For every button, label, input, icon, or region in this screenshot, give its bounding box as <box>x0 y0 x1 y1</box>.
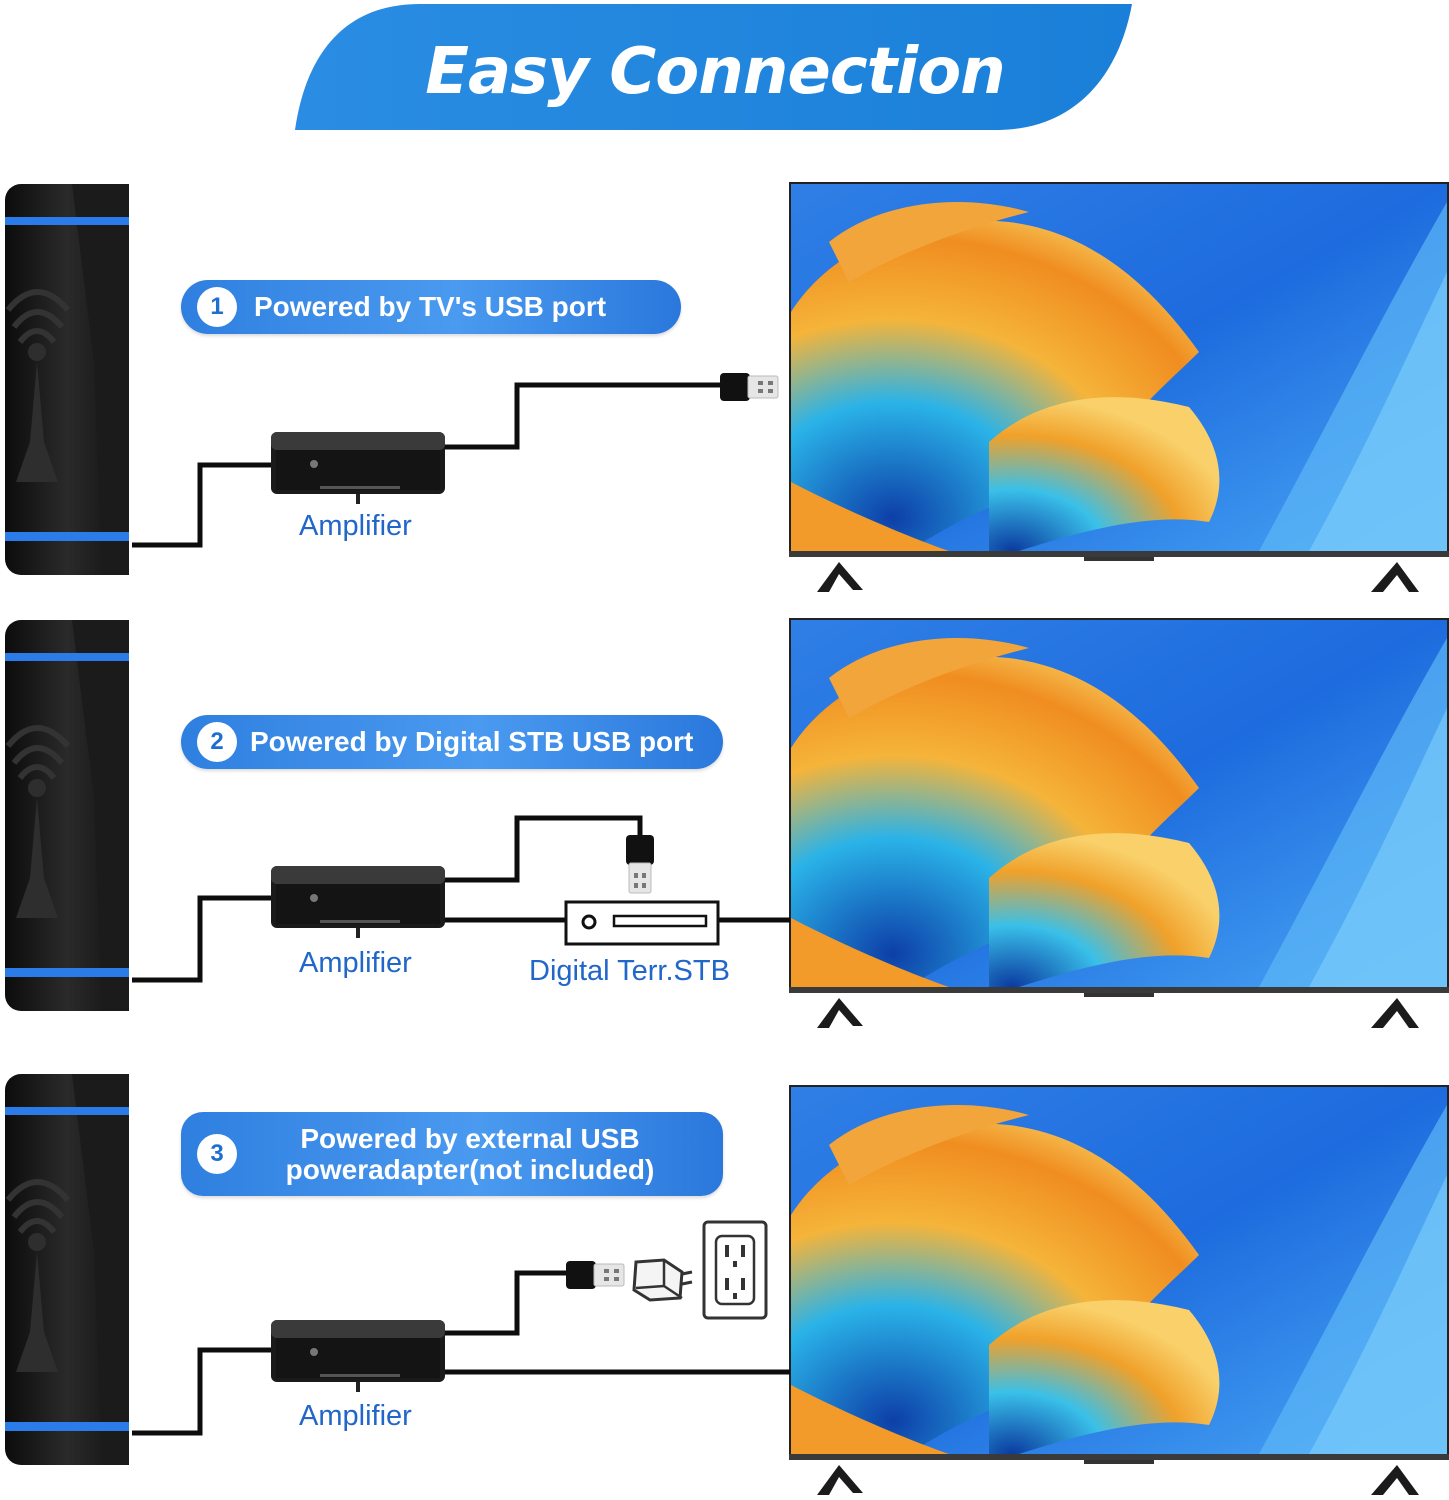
option-3-label-line-2: poweradapter(not included) <box>285 1154 655 1185</box>
antenna-icon <box>5 184 129 575</box>
antenna-icon <box>5 1074 129 1465</box>
amplifier-label: Amplifier <box>299 510 412 542</box>
option-2-label: Powered by Digital STB USB port <box>250 726 694 757</box>
power-adapter-icon <box>632 1258 693 1302</box>
option-1-number: 1 <box>197 287 237 327</box>
set-top-box-icon <box>564 900 720 946</box>
option-2-badge: 2 Powered by Digital STB USB port <box>181 715 723 769</box>
television-icon <box>789 1085 1449 1495</box>
wall-outlet-icon <box>702 1220 768 1320</box>
option-2-number: 2 <box>197 722 237 762</box>
amplifier-icon <box>271 432 445 504</box>
amplifier-label: Amplifier <box>299 947 412 979</box>
usb-plug-icon <box>720 372 779 402</box>
amplifier-label: Amplifier <box>299 1400 412 1432</box>
television-icon <box>789 182 1449 592</box>
page-title: Easy Connection <box>425 35 1004 109</box>
usb-plug-icon <box>566 1260 625 1290</box>
option-3-label-line-1: Powered by external USB <box>300 1123 640 1154</box>
antenna-icon <box>5 620 129 1011</box>
option-1-label: Powered by TV's USB port <box>254 291 607 322</box>
option-3-number: 3 <box>197 1134 237 1174</box>
television-icon <box>789 618 1449 1028</box>
option-1-badge: 1 Powered by TV's USB port <box>181 280 681 334</box>
stb-label: Digital Terr.STB <box>529 955 730 987</box>
option-3-label: Powered by external USB poweradapter(not… <box>255 1123 685 1185</box>
amplifier-icon <box>271 1320 445 1392</box>
option-3-badge: 3 Powered by external USB poweradapter(n… <box>181 1112 723 1196</box>
amplifier-icon <box>271 866 445 938</box>
usb-plug-icon <box>625 835 655 894</box>
title-banner: Easy Connection <box>295 4 1132 130</box>
